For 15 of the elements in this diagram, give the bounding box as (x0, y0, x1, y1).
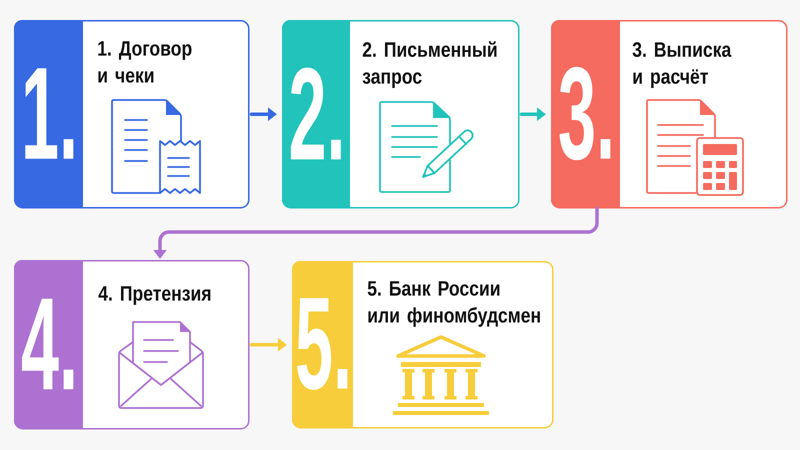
step-card (14, 20, 250, 208)
step-card (14, 260, 250, 430)
step-number: 2. (290, 68, 341, 160)
step-title: 1. Договор и чеки (98, 41, 192, 83)
step-number: 4. (22, 298, 74, 390)
step-title: 3. Выписка и расчёт (632, 42, 732, 88)
step-number: 5. (297, 298, 348, 390)
step-title: 4. Претензия (98, 286, 210, 305)
step-number: 1. (25, 68, 74, 159)
step-card (292, 260, 554, 428)
step-card (282, 20, 520, 208)
step-title: 2. Письменный запрос (362, 41, 496, 88)
step-card (551, 20, 788, 208)
step-number: 3. (560, 66, 610, 160)
step-title: 5. Банк России или финомбудсмен (368, 281, 540, 327)
